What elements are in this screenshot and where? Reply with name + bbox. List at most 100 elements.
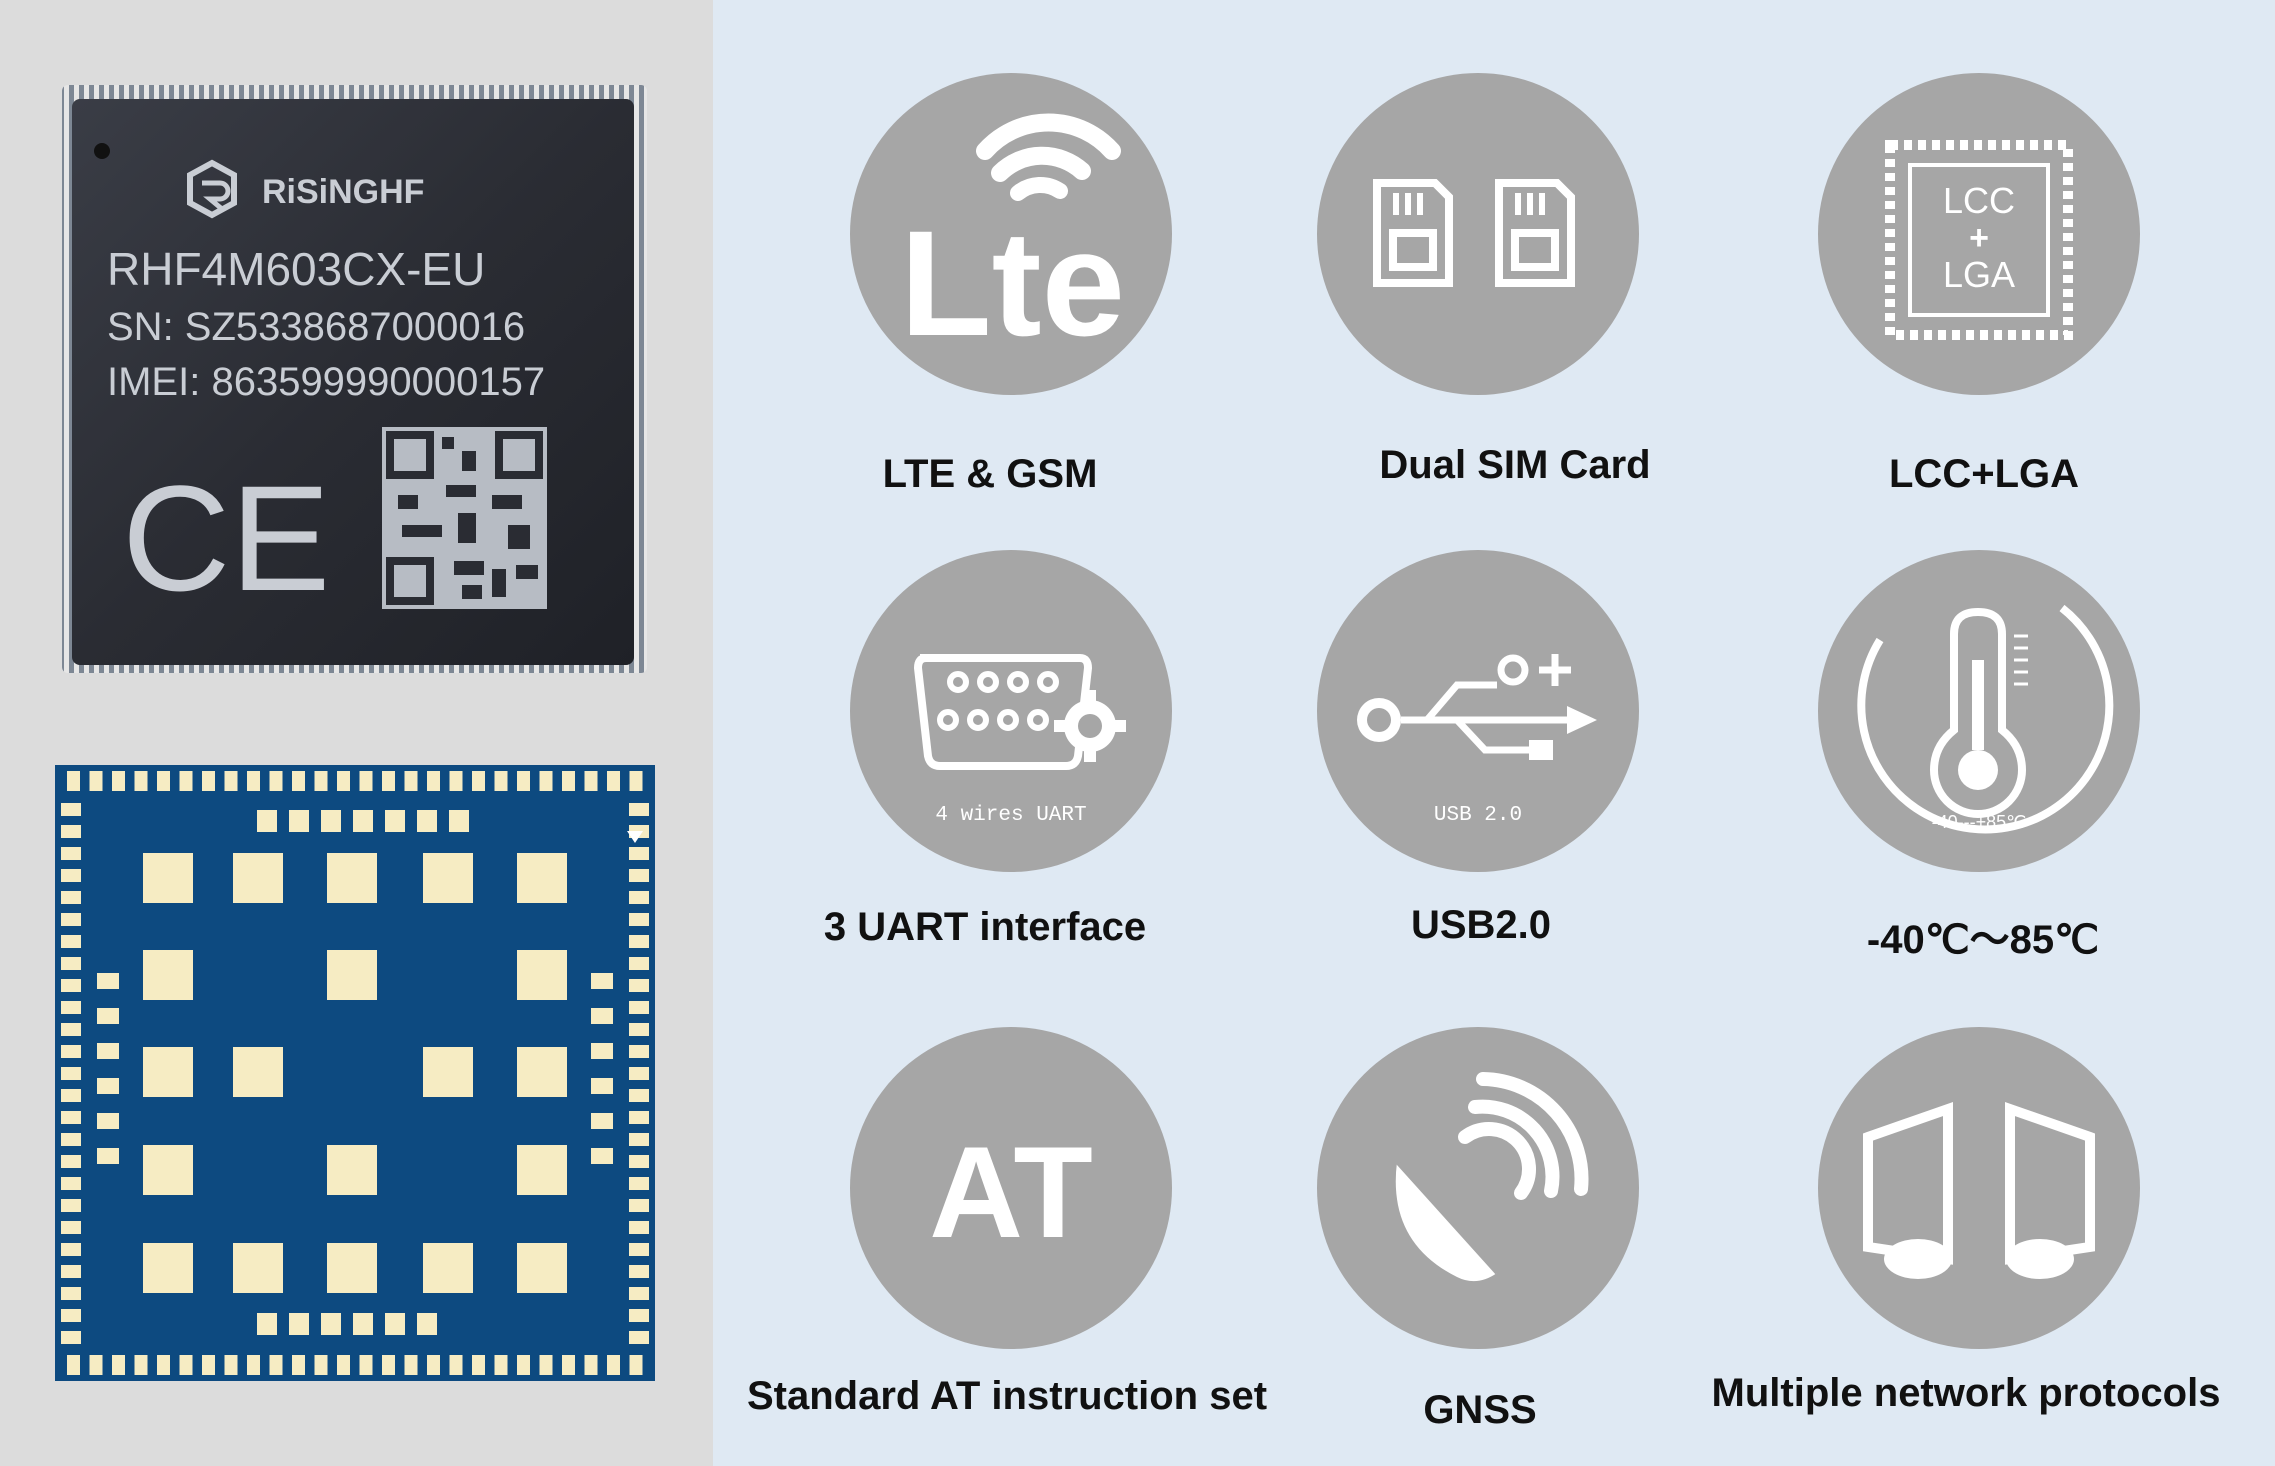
inner-pad [289, 1313, 309, 1335]
edge-pad [61, 935, 81, 948]
edge-pad [472, 1355, 485, 1375]
edge-pad [61, 869, 81, 882]
imei-text: IMEI: 863599990000157 [107, 360, 545, 404]
thermal-pad [327, 853, 377, 903]
edge-pad [269, 771, 283, 791]
edge-pad [61, 1199, 81, 1212]
edge-pad [61, 1023, 81, 1036]
thermal-pad [233, 853, 283, 903]
edge-pad [629, 1111, 649, 1124]
edge-pad [61, 1177, 81, 1190]
svg-text:4 wires UART: 4 wires UART [935, 804, 1086, 827]
edge-pad [61, 979, 81, 992]
inner-pad [417, 810, 437, 832]
edge-pad [629, 913, 649, 926]
edge-pad [247, 1355, 260, 1375]
edge-pad [61, 1089, 81, 1102]
edge-pad [629, 1199, 649, 1212]
edge-pad [382, 771, 395, 791]
feature-label-uart: 3 UART interface [823, 905, 1147, 949]
inner-pad [417, 1313, 437, 1335]
edge-pad [494, 771, 508, 791]
edge-pad [517, 771, 530, 791]
edge-pad [629, 847, 649, 860]
thermal-pad [143, 950, 193, 1000]
thermometer-icon: -40---+85℃ [1818, 550, 2140, 872]
svg-text:AT: AT [929, 1119, 1093, 1265]
thermal-pad [423, 853, 473, 903]
feature-label-temperature: -40℃～85℃ [1866, 918, 2100, 962]
edge-pad [629, 1331, 649, 1344]
edge-pad [179, 771, 193, 791]
edge-pad [61, 1001, 81, 1014]
inner-pad [449, 810, 469, 832]
edge-pad [269, 1355, 283, 1375]
edge-pad [359, 1355, 373, 1375]
edge-pad [61, 891, 81, 904]
edge-pad [629, 1133, 649, 1146]
inner-pad [385, 1313, 405, 1335]
inner-pad [97, 1078, 119, 1094]
edge-pad [629, 1089, 649, 1102]
dual-sim-icon [1317, 73, 1639, 395]
edge-pad [629, 1045, 649, 1058]
thermal-pad [423, 1243, 473, 1293]
edge-pad [629, 1287, 649, 1300]
edge-pad [67, 1355, 80, 1375]
inner-pad [97, 1008, 119, 1024]
thermal-pad [143, 1145, 193, 1195]
edge-pad [61, 1331, 81, 1344]
edge-pad [472, 771, 485, 791]
edge-pad [449, 771, 463, 791]
inner-pad [257, 810, 277, 832]
edge-pad [607, 771, 620, 791]
edge-pad [629, 1265, 649, 1278]
thermal-pad [233, 1047, 283, 1097]
edge-pad [629, 1355, 643, 1375]
edge-pad [157, 1355, 170, 1375]
edge-pad [314, 1355, 328, 1375]
feature-label-dual-sim: Dual SIM Card [1379, 443, 1651, 487]
inner-pad [289, 810, 309, 832]
svg-text:+: + [1969, 219, 1989, 257]
at-icon: AT [850, 1027, 1172, 1349]
edge-pad [89, 771, 103, 791]
inner-pad [591, 1078, 613, 1094]
edge-pad [224, 1355, 238, 1375]
thermal-pad [143, 1047, 193, 1097]
edge-pad [629, 979, 649, 992]
edge-pad [67, 771, 80, 791]
edge-pad [61, 1221, 81, 1234]
inner-pad [97, 1043, 119, 1059]
uart-connector-icon: 4 wires UART [850, 550, 1172, 872]
svg-text:USB 2.0: USB 2.0 [1434, 804, 1522, 827]
thermal-pad [423, 1047, 473, 1097]
inner-pad [353, 1313, 373, 1335]
left-panel: RiSiNGHF RHF4M603CX-EU SN: SZ53386870000… [0, 0, 713, 1466]
edge-pad [61, 1111, 81, 1124]
edge-pad [61, 1045, 81, 1058]
edge-pad [89, 1355, 103, 1375]
edge-pad [427, 1355, 440, 1375]
package-stamp-icon: LCC + LGA [1818, 73, 2140, 395]
qr-code [382, 427, 547, 609]
edge-pad [584, 771, 598, 791]
inner-pad [321, 1313, 341, 1335]
thermal-pad [517, 950, 567, 1000]
pcb-footprint [55, 765, 655, 1381]
edge-pad [61, 1309, 81, 1322]
edge-pad [224, 771, 238, 791]
edge-pad [584, 1355, 598, 1375]
edge-pad [629, 1221, 649, 1234]
thermal-pad [143, 853, 193, 903]
inner-pad [97, 973, 119, 989]
edge-pad [247, 771, 260, 791]
edge-pad [629, 1023, 649, 1036]
thermal-pad [517, 853, 567, 903]
edge-pad [292, 771, 305, 791]
thermal-pad [517, 1145, 567, 1195]
module-photo: RiSiNGHF RHF4M603CX-EU SN: SZ53386870000… [62, 85, 647, 673]
pin1-marker [627, 831, 643, 843]
brand-text: RiSiNGHF [262, 173, 424, 211]
inner-pad [591, 1008, 613, 1024]
